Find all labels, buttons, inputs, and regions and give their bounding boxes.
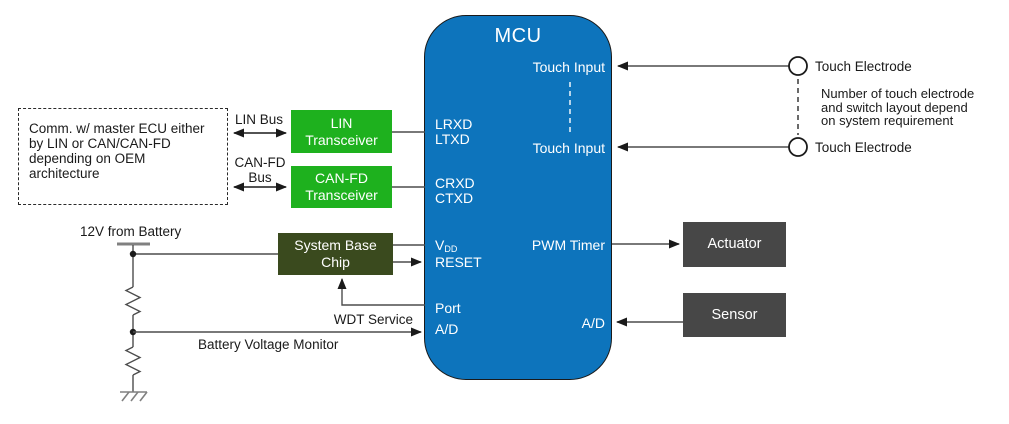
- junction-dot: [129, 250, 137, 258]
- canfd-bus-label: CAN-FD Bus: [234, 155, 286, 185]
- comm-note-line: by LIN or CAN/CAN-FD: [29, 136, 171, 151]
- pin-pwm-timer: PWM Timer: [531, 237, 605, 253]
- comm-note-line: architecture: [29, 166, 100, 181]
- system-base-chip-block: System Base Chip: [278, 233, 393, 275]
- pin-touch-input-top: Touch Input: [532, 59, 605, 75]
- pin-reset: RESET: [435, 254, 482, 270]
- wdt-service-wire: [337, 278, 425, 306]
- touch-electrode-icon: [788, 56, 808, 76]
- touch-electrode-bottom-label: Touch Electrode: [815, 140, 912, 155]
- resistor-icon: [124, 286, 142, 316]
- pin-port: Port: [435, 300, 461, 316]
- pin-ad-left: A/D: [435, 321, 459, 337]
- touch-electrode-icon: [788, 137, 808, 157]
- mcu-title: MCU: [494, 25, 542, 47]
- lin-transceiver-block: LIN Transceiver: [291, 110, 392, 153]
- lin-bus-label: LIN Bus: [234, 112, 284, 127]
- pin-crxd-ctxd: CRXD CTXD: [435, 175, 475, 206]
- comm-note-box: Comm. w/ master ECU either by LIN or CAN…: [18, 108, 228, 205]
- pin-touch-input-bottom: Touch Input: [532, 140, 605, 156]
- pin-ad-right: A/D: [581, 315, 605, 331]
- actuator-block: Actuator: [683, 222, 786, 267]
- sensor-block: Sensor: [683, 293, 786, 337]
- ground-icon: [120, 391, 148, 402]
- comm-note-line: depending on OEM: [29, 151, 146, 166]
- wdt-service-label: WDT Service: [333, 312, 413, 327]
- mcu-block: MCU Touch Input Touch Input LRXD LTXD CR…: [424, 15, 612, 380]
- battery-label: 12V from Battery: [80, 224, 182, 239]
- battery-voltage-monitor-label: Battery Voltage Monitor: [198, 337, 339, 352]
- comm-note-line: Comm. w/ master ECU either: [29, 121, 205, 136]
- touch-electrode-top-label: Touch Electrode: [815, 59, 912, 74]
- resistor-icon: [124, 346, 142, 376]
- junction-dot: [129, 328, 137, 336]
- pin-vdd: VDD: [435, 237, 458, 254]
- pin-lrxd-ltxd: LRXD LTXD: [435, 116, 473, 147]
- canfd-transceiver-block: CAN-FD Transceiver: [291, 166, 392, 208]
- touch-note: Number of touch electrode and switch lay…: [821, 86, 975, 128]
